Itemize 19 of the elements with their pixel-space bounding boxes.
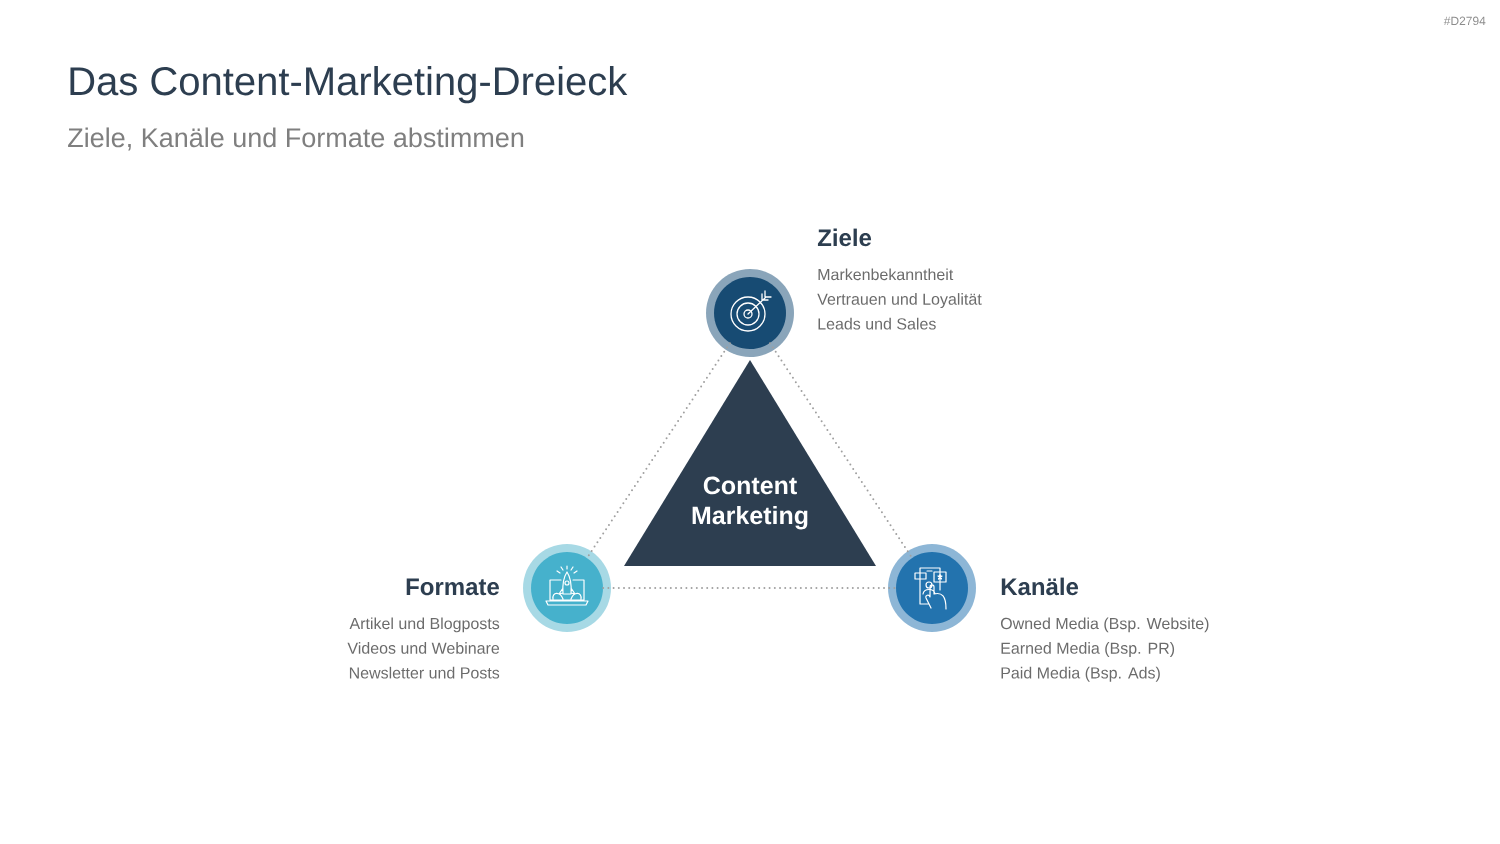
list-item: Earned Media (Bsp. PR) — [1001, 642, 1175, 657]
list-item: Videos und Webinare — [347, 642, 500, 654]
heading: Formate — [406, 578, 499, 596]
triangle: Content Marketing — [624, 360, 876, 566]
list-item: Owned Media (Bsp. Website) — [1000, 617, 1209, 633]
list-item: Markenbekanntheit — [818, 268, 954, 281]
list-item: Paid Media (Bsp. Ads) — [1001, 666, 1160, 682]
dotted-line — [586, 342, 731, 559]
title: Das Content-Marketing-Dreieck — [70, 66, 628, 104]
heading: Ziele — [817, 228, 872, 247]
dotted-line — [602, 587, 897, 589]
list-item: Leads und Sales — [818, 317, 936, 330]
heading: Kanäle — [1001, 577, 1079, 596]
slide-number: #D2794 — [1443, 16, 1486, 26]
subtitle: Ziele, Kanäle und Formate abstimmen — [68, 127, 524, 151]
list-item: Artikel und Blogposts — [349, 617, 500, 633]
list-item: Newsletter und Posts — [349, 666, 500, 679]
list-item: Vertrauen und Loyalität — [817, 293, 982, 308]
dotted-line — [769, 342, 914, 559]
